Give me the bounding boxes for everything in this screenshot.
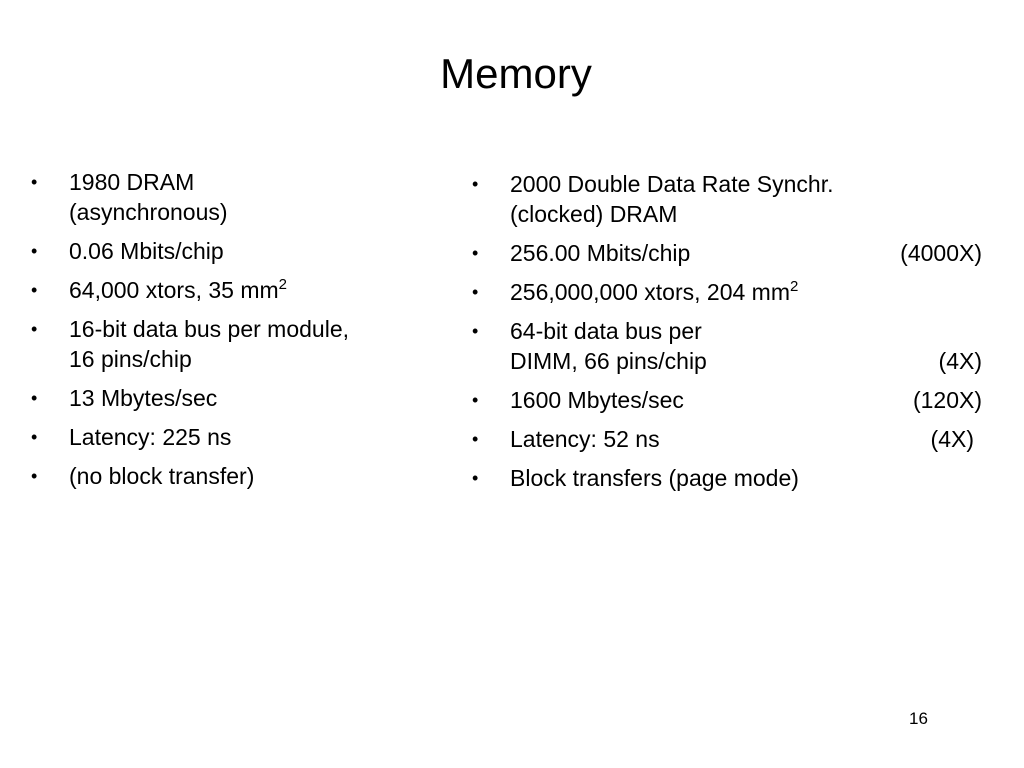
item-text: 1980 DRAM [69, 169, 195, 195]
list-item: • 64-bit data bus per DIMM, 66 pins/chip… [472, 316, 982, 376]
page-number: 16 [909, 709, 928, 728]
item-text: 64,000 xtors, 35 mm [69, 277, 279, 303]
item-row: 256.00 Mbits/chip (4000X) [510, 238, 982, 268]
bullet-icon: • [31, 427, 38, 447]
list-item: • Latency: 52 ns (4X) [472, 424, 982, 454]
item-text: (asynchronous) [69, 199, 228, 225]
item-text: 64-bit data bus per [510, 318, 702, 344]
item-text: (no block transfer) [69, 463, 255, 489]
bullet-icon: • [472, 243, 479, 263]
left-bullet-list: • 1980 DRAM (asynchronous) • 0.06 Mbits/… [31, 167, 431, 500]
list-item: • 2000 Double Data Rate Synchr. (clocked… [472, 169, 982, 229]
superscript: 2 [278, 276, 287, 293]
item-text: 256,000,000 xtors, 204 mm [510, 279, 790, 305]
item-text: Block transfers (page mode) [510, 465, 799, 491]
item-text: 2000 Double Data Rate Synchr. [510, 171, 834, 197]
bullet-icon: • [31, 172, 38, 192]
item-row: 1600 Mbytes/sec (120X) [510, 385, 982, 415]
list-item: • 16-bit data bus per module, 16 pins/ch… [31, 314, 431, 374]
bullet-icon: • [31, 241, 38, 261]
list-item: • 1600 Mbytes/sec (120X) [472, 385, 982, 415]
item-text: Latency: 225 ns [69, 424, 232, 450]
list-item: • 13 Mbytes/sec [31, 383, 431, 413]
superscript: 2 [790, 278, 799, 295]
item-row: Latency: 52 ns (4X) [510, 424, 982, 454]
item-text: Latency: 52 ns [510, 426, 660, 452]
item-text: 13 Mbytes/sec [69, 385, 218, 411]
bullet-icon: • [31, 388, 38, 408]
bullet-icon: • [31, 280, 38, 300]
item-text: 256.00 Mbits/chip [510, 240, 691, 266]
item-text: 0.06 Mbits/chip [69, 238, 224, 264]
improvement-factor: (4X) [930, 426, 974, 452]
improvement-factor: (4000X) [900, 240, 982, 266]
improvement-factor: (120X) [912, 387, 982, 413]
bullet-icon: • [472, 174, 479, 194]
bullet-icon: • [472, 282, 479, 302]
list-item: • 0.06 Mbits/chip [31, 236, 431, 266]
bullet-icon: • [472, 429, 479, 449]
list-item: • 256.00 Mbits/chip (4000X) [472, 238, 982, 268]
bullet-icon: • [31, 466, 38, 486]
list-item: • (no block transfer) [31, 461, 431, 491]
list-item: • Block transfers (page mode) [472, 463, 982, 493]
item-text: 16 pins/chip [69, 346, 192, 372]
item-text: 1600 Mbytes/sec [510, 387, 684, 413]
improvement-factor: (4X) [938, 348, 982, 374]
item-text-with-sup: 256,000,000 xtors, 204 mm2 [510, 277, 982, 307]
bullet-icon: • [472, 390, 479, 410]
list-item: • 64,000 xtors, 35 mm2 [31, 275, 431, 305]
item-row: DIMM, 66 pins/chip (4X) [510, 346, 982, 376]
slide-title: Memory [440, 50, 592, 97]
list-item: • Latency: 225 ns [31, 422, 431, 452]
item-text-with-sup: 64,000 xtors, 35 mm2 [69, 275, 431, 305]
item-text: 16-bit data bus per module, [69, 316, 350, 342]
item-text: DIMM, 66 pins/chip [510, 348, 707, 374]
right-bullet-list: • 2000 Double Data Rate Synchr. (clocked… [472, 169, 982, 502]
list-item: • 1980 DRAM (asynchronous) [31, 167, 431, 227]
list-item: • 256,000,000 xtors, 204 mm2 [472, 277, 982, 307]
bullet-icon: • [472, 468, 479, 488]
bullet-icon: • [472, 321, 479, 341]
bullet-icon: • [31, 319, 38, 339]
item-text: (clocked) DRAM [510, 201, 678, 227]
